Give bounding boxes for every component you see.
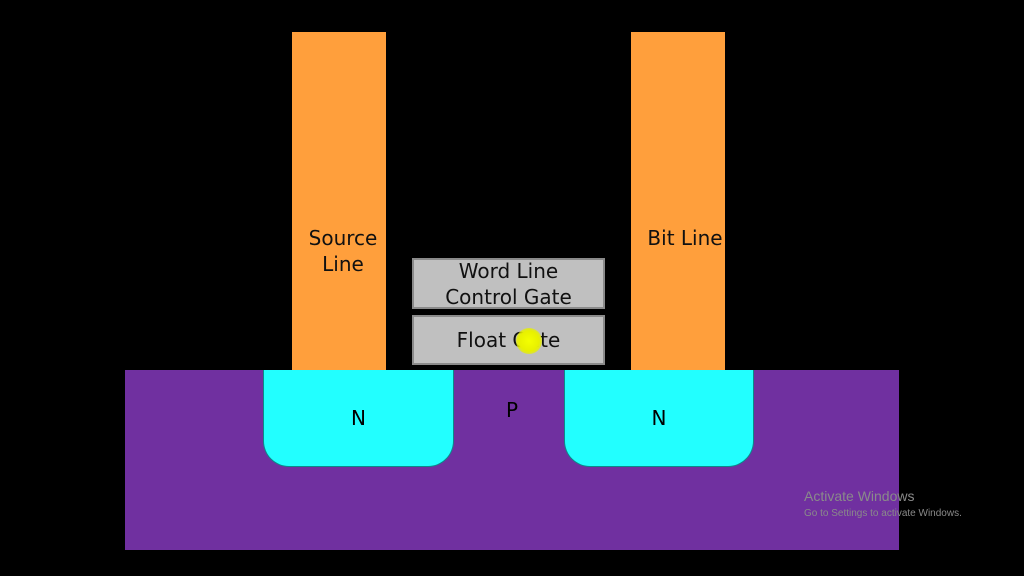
source-line-label: Source Line (300, 225, 386, 277)
cursor-highlight-icon (516, 328, 542, 354)
n-region-source: N (263, 370, 454, 467)
watermark-title: Activate Windows (804, 488, 915, 504)
n-region-label: N (351, 406, 366, 430)
control-gate: Word Line Control Gate (412, 258, 605, 309)
watermark-subtitle: Go to Settings to activate Windows. (804, 508, 962, 519)
source-line-label-line1: Source (308, 226, 378, 250)
float-gate: Float Gate (412, 315, 605, 365)
control-gate-label-line1: Word Line (458, 258, 559, 283)
activate-windows-watermark: Activate Windows Go to Settings to activ… (804, 488, 962, 521)
n-region-label: N (651, 406, 667, 430)
bit-line-bar (631, 32, 725, 370)
p-region-label: P (505, 398, 519, 422)
n-region-drain: N (564, 370, 754, 467)
bit-line-label: Bit Line (647, 226, 723, 250)
source-line-label-line2: Line (322, 252, 364, 276)
source-line-bar (292, 32, 386, 370)
float-gate-label: Float Gate (456, 328, 561, 352)
p-substrate (125, 370, 899, 550)
control-gate-label-line2: Control Gate (445, 284, 572, 309)
